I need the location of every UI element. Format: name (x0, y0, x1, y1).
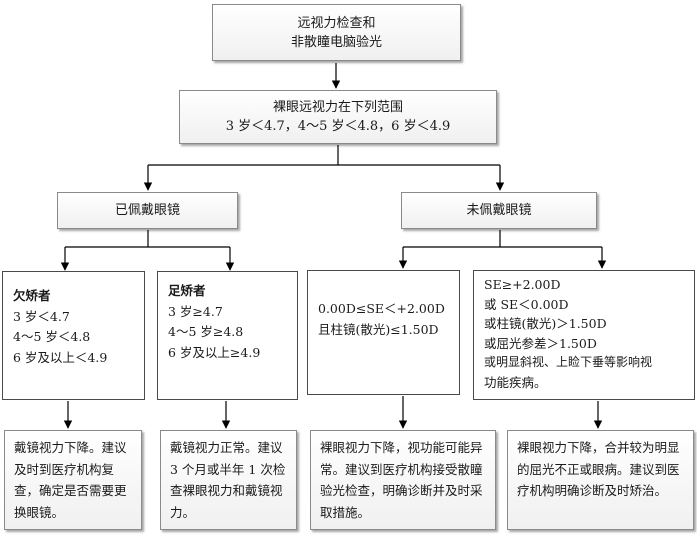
fully-corrected-line: 6 岁及以上≥4.9 (168, 344, 261, 360)
refraction-normal-line: 0.00D≤SE＜+2.00D (318, 301, 445, 316)
outcome-treatment-box: 裸眼视力下降，合并较为明显的屈光不正或眼病。建议到医疗机构明确诊断及时矫治。 (507, 430, 694, 530)
outcome-dilation-text: 裸眼视力下降，视功能可能异常。建议到医疗机构接受散瞳验光检查，明确诊断并及时采取… (320, 440, 483, 520)
refraction-normal-box: 0.00D≤SE＜+2.00D 且柱镜(散光)≤1.50D (307, 270, 460, 395)
under-corrected-title: 欠矫者 (13, 288, 51, 303)
refraction-abnormal-line: 或屈光参差＞1.50D (484, 335, 597, 351)
outcome-normal-box: 戴镜视力正常。建议 3 个月或半年 1 次检查裸眼视力和戴镜视力。 (160, 430, 297, 530)
fully-corrected-line: 4～5 岁≥4.8 (168, 324, 244, 339)
naked-vision-range-line1: 裸眼远视力在下列范围 (272, 100, 403, 115)
glasses-not-worn-box: 未佩戴眼镜 (401, 192, 597, 229)
outcome-dilation-box: 裸眼视力下降，视功能可能异常。建议到医疗机构接受散瞳验光检查，明确诊断并及时采取… (310, 430, 496, 530)
refraction-abnormal-line: 或 SE＜0.00D (484, 296, 569, 312)
refraction-abnormal-line: 或柱镜(散光)＞1.50D (484, 316, 607, 331)
refraction-abnormal-line: 功能疾病。 (484, 374, 547, 390)
naked-vision-range-line2: 3 岁＜4.7，4～5 岁＜4.8，6 岁＜4.9 (225, 119, 451, 134)
glasses-worn-label: 已佩戴眼镜 (114, 203, 180, 218)
under-corrected-line: 6 岁及以上＜4.9 (13, 349, 108, 365)
glasses-not-worn-label: 未佩戴眼镜 (466, 203, 532, 218)
under-corrected-box: 欠矫者 3 岁＜4.7 4～5 岁＜4.8 6 岁及以上＜4.9 (2, 271, 145, 400)
refraction-abnormal-line: SE≥+2.00D (484, 277, 561, 292)
refraction-abnormal-box: SE≥+2.00D 或 SE＜0.00D 或柱镜(散光)＞1.50D 或屈光参差… (473, 270, 695, 400)
vision-check-box: 远视力检查和 非散瞳电脑验光 (212, 4, 461, 61)
outcome-recheck-text: 戴镜视力下降。建议及时到医疗机构复查，确定是否需要更换眼镜。 (14, 440, 127, 520)
fully-corrected-title: 足矫者 (168, 283, 206, 298)
fully-corrected-box: 足矫者 3 岁≥4.7 4～5 岁≥4.8 6 岁及以上≥4.9 (157, 271, 298, 400)
outcome-normal-text: 戴镜视力正常。建议 3 个月或半年 1 次检查裸眼视力和戴镜视力。 (170, 440, 286, 520)
under-corrected-line: 3 岁＜4.7 (13, 308, 70, 324)
under-corrected-line: 4～5 岁＜4.8 (13, 329, 91, 344)
refraction-normal-line: 且柱镜(散光)≤1.50D (318, 321, 439, 337)
outcome-treatment-text: 裸眼视力下降，合并较为明显的屈光不正或眼病。建议到医疗机构明确诊断及时矫治。 (517, 440, 680, 498)
glasses-worn-box: 已佩戴眼镜 (57, 192, 238, 229)
vision-check-line2: 非散瞳电脑验光 (290, 34, 382, 50)
refraction-abnormal-line: 或明显斜视、上睑下垂等影响视 (484, 355, 653, 369)
fully-corrected-line: 3 岁≥4.7 (168, 303, 223, 319)
naked-vision-range-box: 裸眼远视力在下列范围 3 岁＜4.7，4～5 岁＜4.8，6 岁＜4.9 (179, 90, 497, 144)
vision-check-line1: 远视力检查和 (297, 15, 376, 31)
outcome-recheck-box: 戴镜视力下降。建议及时到医疗机构复查，确定是否需要更换眼镜。 (4, 430, 142, 530)
